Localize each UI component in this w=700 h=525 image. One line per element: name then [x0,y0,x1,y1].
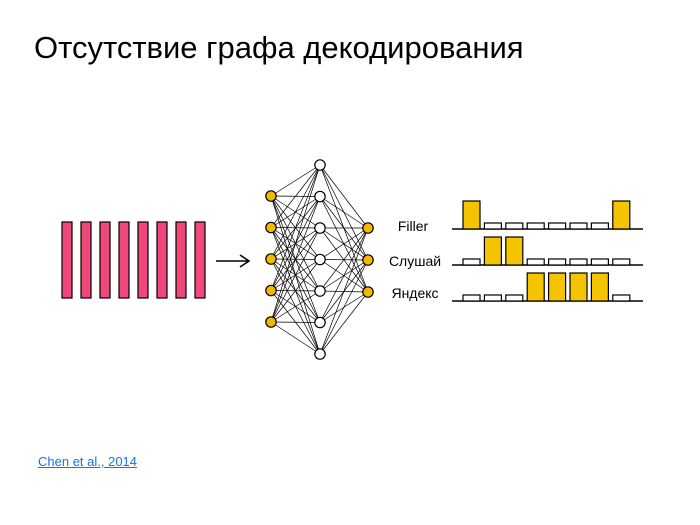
network-edge [270,164,321,260]
feature-frame [194,221,206,299]
inactive-state-box [526,222,545,230]
network-edge [270,259,321,323]
network-edge [319,227,369,323]
input-node [265,190,277,202]
inactive-state-box [590,222,610,230]
input-node [265,253,277,265]
network-edge [270,290,321,323]
inactive-state-box [547,258,567,266]
active-state-box [547,272,567,302]
feature-frame [137,221,149,299]
inactive-state-box [612,294,631,302]
network-edge [270,321,321,323]
active-state-box [590,272,610,302]
right-arrow-icon [216,254,251,268]
active-state-box [569,272,588,302]
hidden-node [314,253,326,266]
network-edge [319,196,369,229]
network-edge [270,227,321,323]
posterior-tracks [452,200,643,302]
input-node [265,221,277,234]
citation-link[interactable]: Chen et al., 2014 [38,454,138,469]
keyword-label: Яндекс [391,285,438,301]
network-edge [319,227,369,292]
hidden-node [314,316,326,329]
network-connections [270,164,369,355]
feature-frame [61,221,73,299]
active-state-box [526,272,545,302]
network-edge [319,227,369,355]
output-node [362,286,374,298]
hidden-node [314,285,326,297]
network-edge [319,259,369,355]
neural-network [265,159,374,360]
keyword-label: Слушай [389,253,441,269]
active-state-box [505,236,524,266]
network-edge [270,164,321,228]
network-edge [319,227,369,260]
feature-frame [156,221,168,299]
inactive-state-box [462,258,481,266]
inactive-state-box [590,258,610,266]
feature-frame [80,221,92,299]
feature-frame [175,221,187,299]
network-edge [270,164,321,291]
network-edge [270,164,321,323]
feature-frame [99,221,111,299]
active-state-box [462,200,481,230]
inactive-state-box [569,222,588,230]
inactive-state-box [505,294,524,302]
hidden-node [314,222,326,234]
hidden-node [314,159,326,171]
inactive-state-box [569,258,588,266]
network-edge [270,196,321,323]
inactive-state-box [483,222,502,230]
output-node [362,222,374,234]
inactive-state-box [462,294,481,302]
output-node [362,254,374,266]
input-node [265,316,277,328]
active-state-box [612,200,631,230]
input-node [265,284,277,297]
inactive-state-box [483,294,502,302]
feature-frame [118,221,130,299]
active-state-box [483,236,502,266]
keyword-label: Filler [398,218,429,234]
inactive-state-box [526,258,545,266]
network-edge [319,291,369,355]
network-edge [319,164,369,229]
slide-title: Отсутствие графа декодирования [34,30,524,65]
hidden-node [314,348,326,360]
network-edge [270,321,321,355]
network-edge [270,164,321,197]
inactive-state-box [547,222,567,230]
hidden-node [314,190,326,203]
inactive-state-box [612,258,631,266]
input-frames [61,221,206,299]
inactive-state-box [505,222,524,230]
